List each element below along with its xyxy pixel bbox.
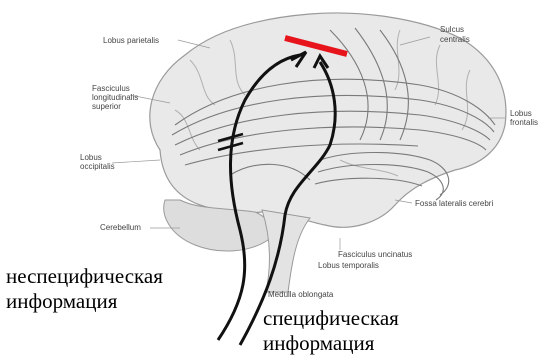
label-lobus-frontalis-2: frontalis	[510, 118, 538, 127]
label-fossa-lateralis: Fossa lateralis cerebri	[415, 199, 493, 208]
specific-info-caption: специфическая информация	[263, 306, 399, 356]
nonspecific-info-caption: неспецифическая информация	[6, 264, 163, 314]
label-sulcus: Sulcus	[440, 25, 464, 34]
label-lobus-parietalis: Lobus parietalis	[103, 36, 159, 45]
label-centralis: centralis	[440, 35, 470, 44]
specific-caption-line1: специфическая	[263, 306, 399, 331]
label-cerebellum: Cerebellum	[100, 223, 141, 232]
label-medulla-oblongata: Medulla oblongata	[268, 290, 334, 299]
cerebrum-outline	[150, 13, 506, 227]
label-lobus-occipitalis-1: Lobus	[80, 153, 102, 162]
label-lobus-temporalis: Lobus temporalis	[318, 261, 379, 270]
label-fasciculus-longitudinalis-3: superior	[92, 102, 121, 111]
label-lobus-occipitalis-2: occipitalis	[80, 162, 115, 171]
nonspecific-caption-line1: неспецифическая	[6, 264, 163, 289]
label-lobus-frontalis-1: Lobus	[510, 109, 532, 118]
nonspecific-caption-line2: информация	[6, 289, 163, 314]
label-fasciculus-uncinatus: Fasciculus uncinatus	[338, 250, 412, 259]
label-fasciculus-longitudinalis-1: Fasciculus	[92, 84, 130, 93]
label-fasciculus-longitudinalis-2: longitudinalis	[92, 93, 138, 102]
specific-caption-line2: информация	[263, 331, 399, 356]
